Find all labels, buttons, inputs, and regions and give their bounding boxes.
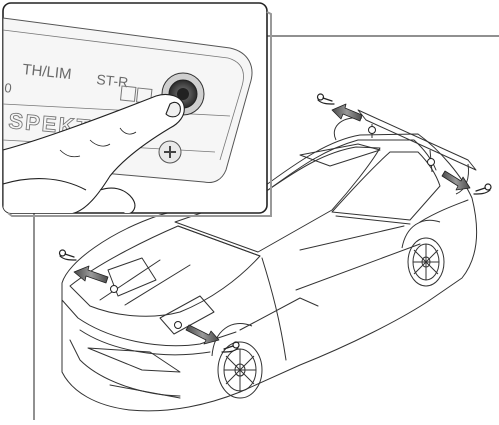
body-clip-icon bbox=[221, 341, 240, 353]
rear-wheel bbox=[401, 219, 445, 287]
arrow-wing-right bbox=[441, 170, 471, 191]
body-clip-icon bbox=[58, 249, 77, 261]
screw-icon bbox=[158, 140, 182, 164]
body-clip-icon bbox=[473, 183, 492, 195]
inset-label-throttle-limit: TH/LIM bbox=[22, 61, 73, 83]
mount-posts bbox=[110, 126, 435, 329]
body-clip-icon bbox=[316, 93, 335, 105]
arrow-hood-left bbox=[73, 265, 109, 284]
finger-press-icon bbox=[3, 93, 185, 213]
mount-post-wing-left bbox=[368, 126, 376, 134]
mount-post-wing-right bbox=[427, 158, 435, 166]
inset-label-steering-rate: ST-R bbox=[96, 71, 129, 90]
inset-label-fragment: 0 bbox=[4, 80, 13, 96]
frame-lines bbox=[33, 35, 499, 420]
inset-panel: TH/LIM 0 ST-R SPEKTRUM bbox=[2, 2, 272, 217]
arrow-hood-right bbox=[185, 324, 220, 345]
front-wheel bbox=[211, 323, 263, 399]
mount-post-hood-right bbox=[174, 321, 182, 329]
mount-post-hood-left bbox=[110, 285, 118, 293]
arrow-wing-left bbox=[331, 103, 363, 122]
removal-arrows bbox=[73, 103, 471, 345]
body-clips bbox=[58, 93, 492, 353]
